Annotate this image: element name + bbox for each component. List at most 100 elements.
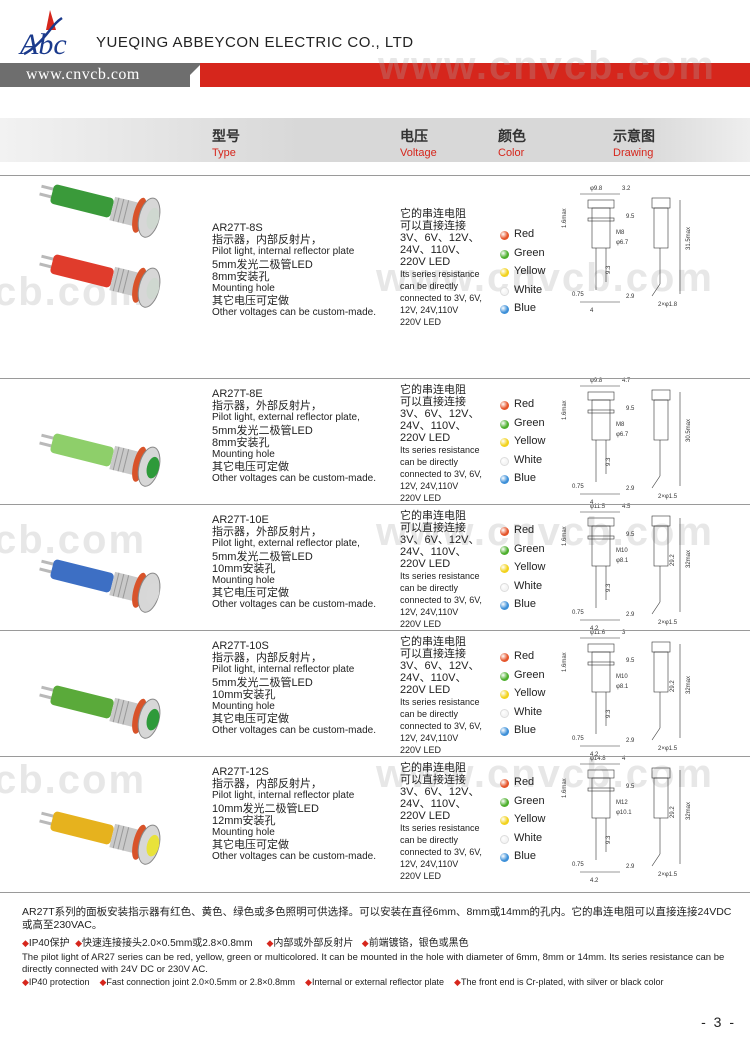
dim-label: φ8.1 [616,558,629,564]
color-dot-icon [500,527,509,536]
type-block: AR27T-10S 指示器，内部反射片， Pilot light, intern… [212,640,376,738]
voltage-cn-line: 3V、6V、12V、 [400,408,480,420]
voltage-cn-line: 它的串连电阻 [400,208,466,220]
voltage-cn-line: 可以直接连接 [400,522,466,534]
description-en: Pilot light, internal reflector plate [212,790,355,802]
mounting-hole-en: Mounting hole [212,701,275,713]
dim-label: 9.5 [626,214,635,220]
voltage-cn-line: 24V、110V、 [400,420,467,432]
color-dot-icon [500,305,509,315]
dim-label: 4 [590,500,594,506]
feature-en-4: The front end is Cr-plated, with silver … [460,977,664,987]
color-dot-icon [500,797,509,807]
voltage-en-line: connected to 3V, 6V, [400,847,482,857]
custom-voltage-en: Other voltages can be custom-made. [212,851,376,863]
voltage-cn-line: 24V、110V、 [400,798,467,810]
dimension-drawing: φ11.6 3 1.6max 9.5 M10 φ8.1 32max 29.2 9… [562,630,692,758]
voltage-en-line: can be directly [400,583,459,593]
dim-label: 9.3 [606,835,612,844]
dim-label: 4 [590,308,594,314]
dim-label: 2×φ1.8 [658,302,678,308]
color-dot-icon [500,419,509,429]
custom-voltage-en: Other voltages can be custom-made. [212,599,376,611]
voltage-cn-line: 它的串连电阻 [400,636,466,648]
website-url: www.cnvcb.com [26,66,140,83]
color-dot-icon [500,438,509,448]
dim-label: 0.75 [572,484,584,490]
dim-label: 32max [686,802,692,820]
voltage-en-line: can be directly [400,835,459,845]
led-spec: 5mm发光二极管LED [212,550,313,563]
feature-en-2: Fast connection joint 2.0×0.5mm or 2.8×0… [106,977,296,987]
dim-label: 2.9 [626,738,635,744]
product-photo [39,184,161,308]
led-spec: 10mm发光二极管LED [212,802,319,815]
dim-label: 9.3 [606,265,612,274]
dim-label: φ11.5 [590,504,606,510]
description-cn: 指示器，外部反射片， [212,400,322,413]
mounting-hole-cn: 8mm安装孔 [212,436,270,449]
type-block: AR27T-8E 指示器，外部反射片， Pilot light, externa… [212,388,376,486]
color-dot-icon [500,853,509,863]
color-dot-icon [500,690,509,700]
custom-voltage-cn: 其它电压可定做 [212,713,289,726]
page-number: - 3 - [701,1014,736,1030]
dim-label: 1.6max [562,652,568,672]
type-block: AR27T-12S 指示器，内部反射片， Pilot light, intern… [212,766,376,864]
voltage-en-line: can be directly [400,281,459,291]
color-dot-icon [500,708,509,718]
color-dot-icon [500,653,509,662]
voltage-cn-line: 3V、6V、12V、 [400,534,480,546]
voltage-en-line: 12V, 24V,110V [400,859,459,869]
voltage-en-line: Its series resistance [400,269,480,279]
description-en: Pilot light, internal reflector plate [212,664,355,676]
dim-label: 0.75 [572,610,584,616]
custom-voltage-en: Other voltages can be custom-made. [212,473,376,485]
description-en: The pilot light of AR27 series can be re… [22,952,725,975]
dim-label: 29.2 [670,806,676,818]
voltage-en-line: 12V, 24V,110V [400,305,459,315]
voltage-cn-line: 可以直接连接 [400,220,466,232]
feature-cn-2: 快速连接接头2.0×0.5mm或2.8×0.8mm [81,938,253,949]
dim-label: 9.5 [626,658,635,664]
color-dot-icon [500,231,509,240]
description-en: Pilot light, internal reflector plate [212,246,355,258]
dim-label: 31.5max [686,227,692,250]
model-number: AR27T-8S [212,222,263,234]
color-dot-icon [500,671,509,681]
voltage-cn-line: 220V LED [400,432,451,444]
dimension-drawing: φ9.8 4.7 1.6max 9.5 M8 φ6.7 30.5max 9.3 … [562,378,692,506]
description-cn: 指示器，外部反射片， [212,526,322,539]
dim-label: M10 [616,674,628,680]
voltage-en-line: connected to 3V, 6V, [400,469,482,479]
dim-label: 2.9 [626,864,635,870]
color-dot-icon [500,601,509,611]
color-dot-icon [500,545,509,555]
dim-label: 2.9 [626,612,635,618]
voltage-block: 它的串连电阻 可以直接连接 3V、6V、12V、 24V、110V、 220V … [400,762,482,882]
dim-label: 1.6max [562,400,568,420]
dim-label: 32max [686,676,692,694]
feature-cn-3: 内部或外部反射片 [273,938,354,949]
type-block: AR27T-10E 指示器，外部反射片， Pilot light, extern… [212,514,376,612]
dim-label: 1.6max [562,526,568,546]
mounting-hole-en: Mounting hole [212,283,275,295]
url-banner: www.cnvcb.com [0,63,750,87]
dim-label: 29.2 [670,680,676,692]
custom-voltage-cn: 其它电压可定做 [212,461,289,474]
voltage-cn-line: 220V LED [400,684,451,696]
voltage-block: 它的串连电阻 可以直接连接 3V、6V、12V、 24V、110V、 220V … [400,510,482,630]
row-separator [0,378,750,379]
dim-label: 2×φ1.5 [658,872,678,878]
color-dot-icon [500,456,509,466]
mounting-hole-en: Mounting hole [212,449,275,461]
row-separator [0,504,750,505]
dim-label: φ9.8 [590,186,603,192]
custom-voltage-cn: 其它电压可定做 [212,839,289,852]
dim-label: 4.5 [622,504,631,510]
description-cn: 指示器，内部反射片， [212,778,322,791]
dim-label: 2.9 [626,294,635,300]
description-en: Pilot light, external reflector plate, [212,538,360,550]
